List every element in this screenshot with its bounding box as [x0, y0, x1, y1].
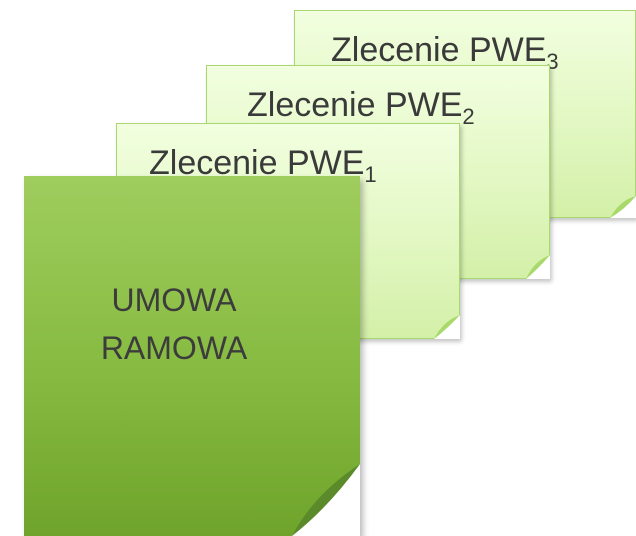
- framework-agreement-label: UMOWA RAMOWA: [24, 276, 324, 372]
- note-text: Zlecenie PWE: [247, 86, 463, 124]
- note-subscript: 1: [364, 162, 377, 187]
- note-label-order-2: Zlecenie PWE2: [247, 86, 475, 128]
- note-label-order-1: Zlecenie PWE1: [149, 144, 377, 186]
- note-text: Zlecenie PWE: [331, 31, 547, 69]
- note-text: Zlecenie PWE: [149, 144, 365, 182]
- page-curl-icon: [610, 196, 636, 218]
- framework-agreement-note: UMOWA RAMOWA: [24, 176, 360, 536]
- page-curl-icon: [526, 255, 550, 279]
- note-label-order-3: Zlecenie PWE3: [331, 31, 559, 73]
- note-subscript: 2: [462, 104, 475, 129]
- main-line-2: RAMOWA: [100, 330, 248, 366]
- page-curl-icon: [434, 315, 460, 339]
- main-line-1: UMOWA: [111, 282, 237, 318]
- page-curl-icon: [292, 464, 360, 536]
